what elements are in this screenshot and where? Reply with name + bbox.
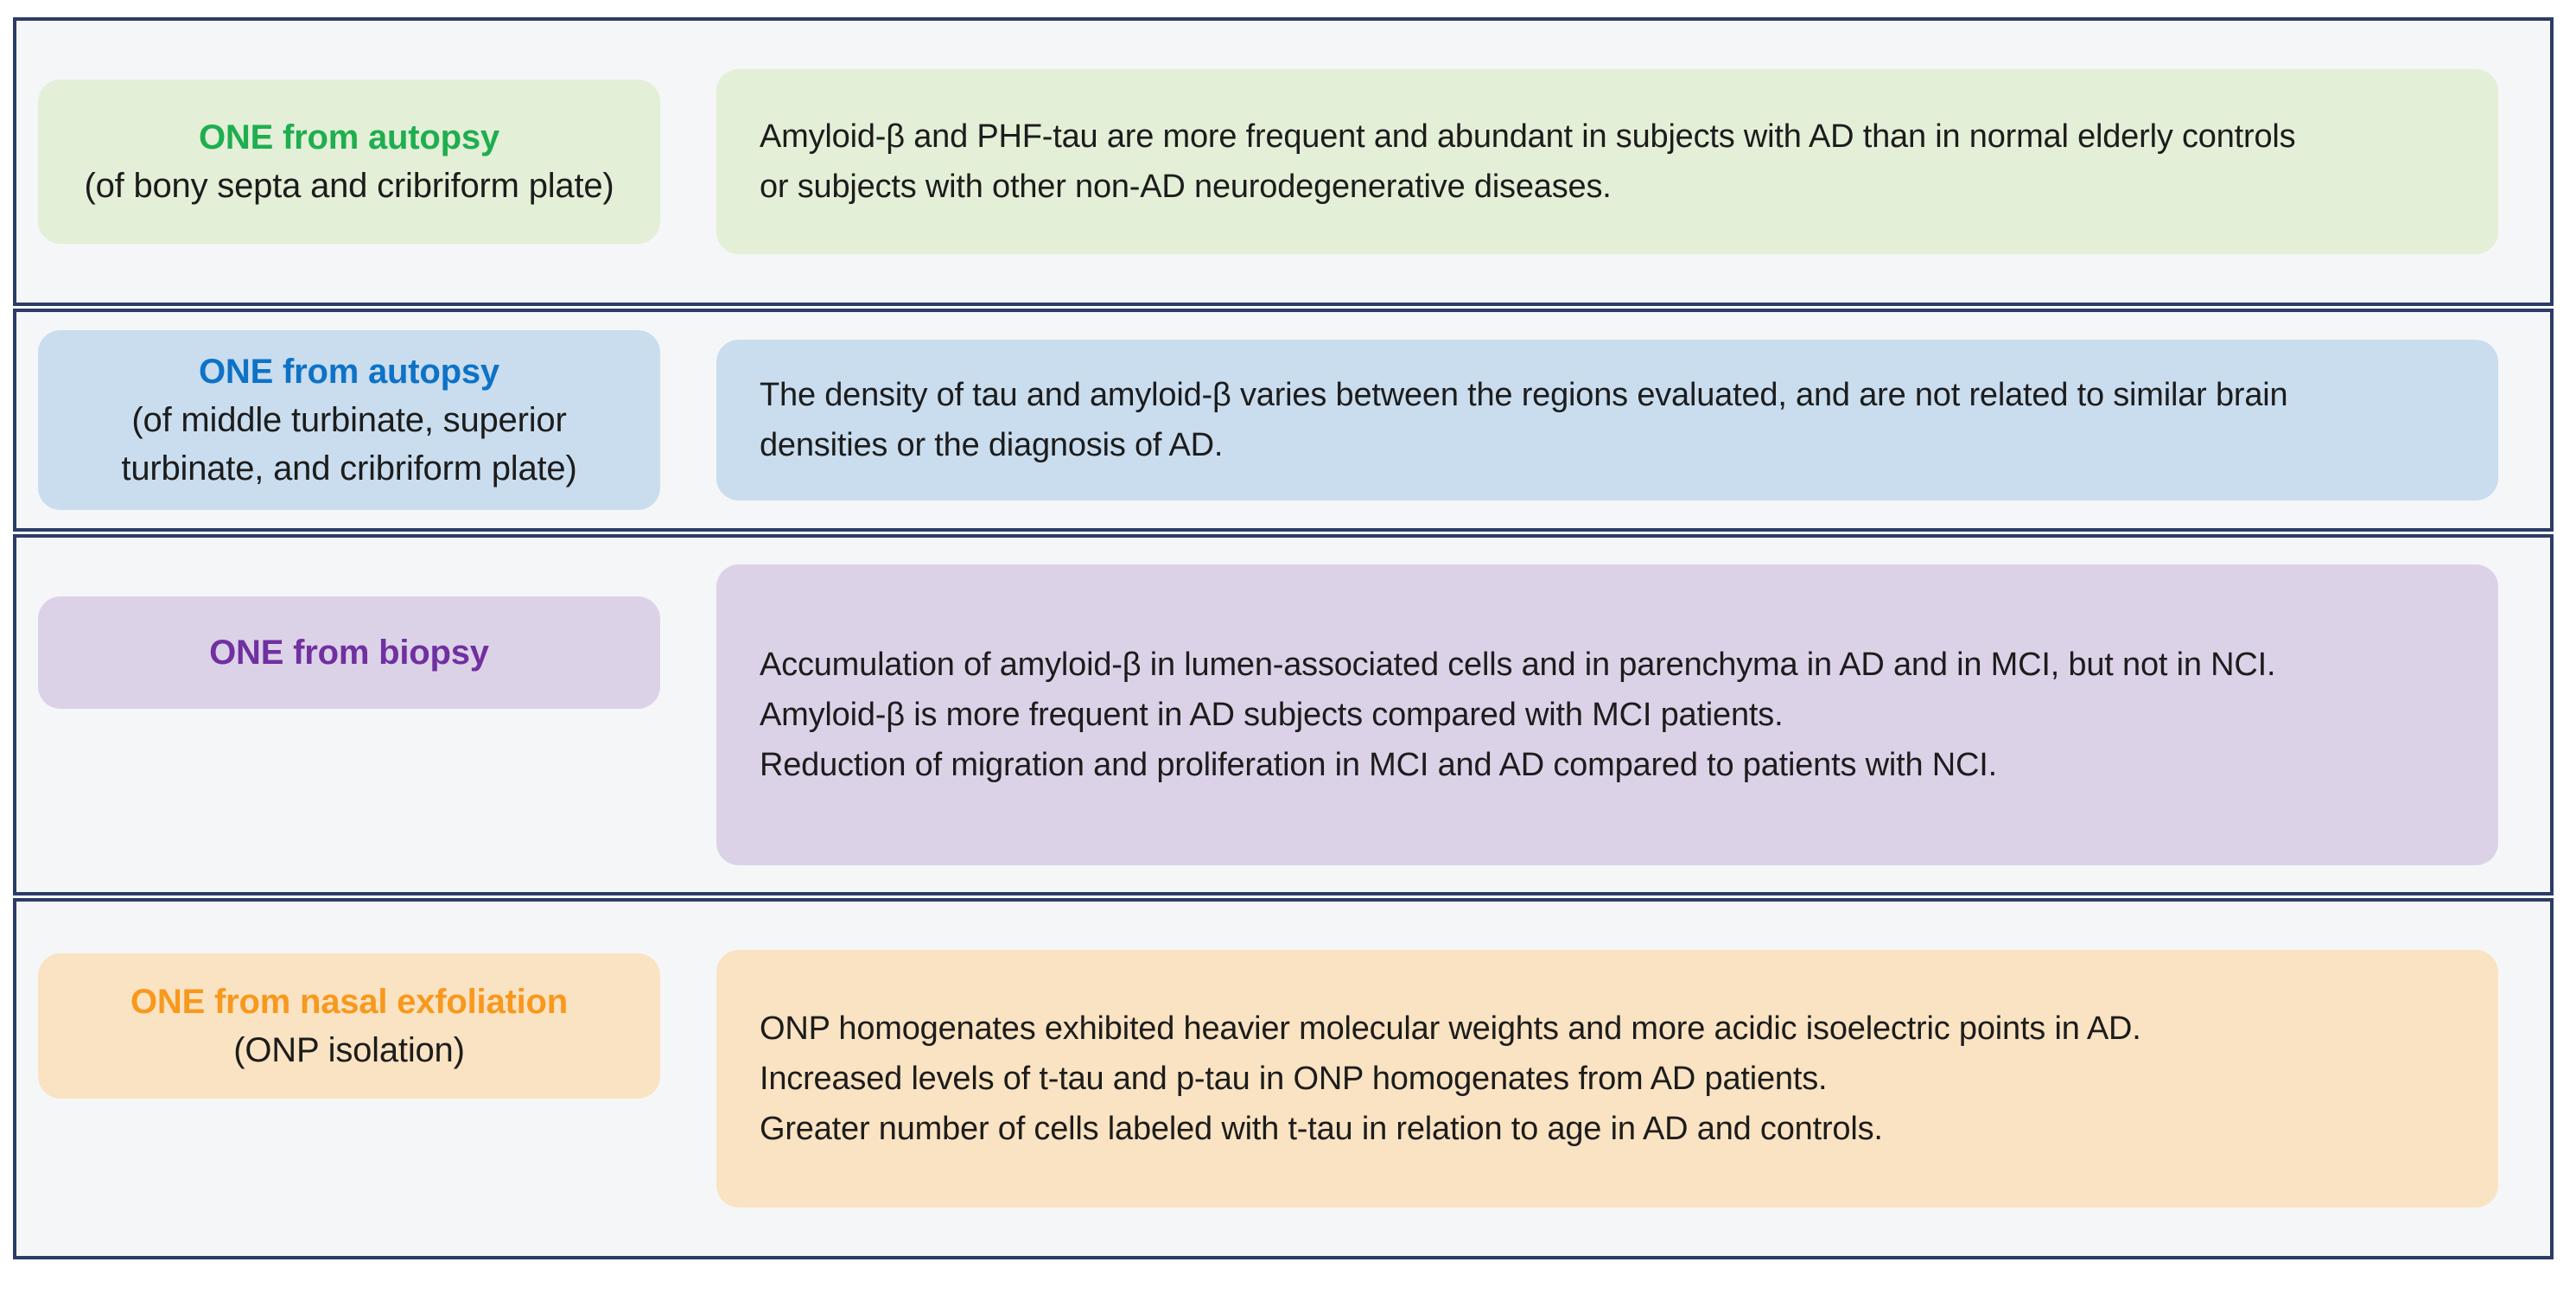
sample-label-box: ONE from autopsy (of middle turbinate, s… <box>38 330 660 510</box>
row-autopsy-turbinates: ONE from autopsy (of middle turbinate, s… <box>13 309 2554 532</box>
finding-line: Greater number of cells labeled with t-t… <box>760 1111 1883 1147</box>
sample-label-box: ONE from nasal exfoliation (ONP isolatio… <box>38 953 660 1099</box>
sample-label-title: ONE from autopsy <box>199 118 499 156</box>
row-biopsy: ONE from biopsy Accumulation of amyloid-… <box>13 534 2554 896</box>
findings-box: Amyloid-β and PHF-tau are more frequent … <box>716 69 2498 254</box>
findings-box: ONP homogenates exhibited heavier molecu… <box>716 950 2498 1208</box>
sample-label-box: ONE from biopsy <box>38 596 660 709</box>
finding-line: Amyloid-β is more frequent in AD subject… <box>760 697 1784 733</box>
finding-line: Accumulation of amyloid-β in lumen-assoc… <box>760 647 2276 683</box>
sample-label-title: ONE from autopsy <box>199 353 499 391</box>
sample-label-subtitle: (of bony septa and cribriform plate) <box>84 167 614 205</box>
finding-line: Increased levels of t-tau and p-tau in O… <box>760 1061 1828 1097</box>
sample-label-box: ONE from autopsy (of bony septa and crib… <box>38 80 660 244</box>
row-nasal-exfoliation: ONE from nasal exfoliation (ONP isolatio… <box>13 898 2554 1259</box>
finding-line: or subjects with other non-AD neurodegen… <box>760 169 1612 205</box>
finding-line: densities or the diagnosis of AD. <box>760 427 1224 463</box>
sample-label-title: ONE from nasal exfoliation <box>130 983 568 1021</box>
finding-line: ONP homogenates exhibited heavier molecu… <box>760 1010 2141 1047</box>
findings-box: The density of tau and amyloid-β varies … <box>716 340 2498 500</box>
sample-label-title: ONE from biopsy <box>209 634 489 672</box>
sample-label-subtitle: (ONP isolation) <box>233 1031 465 1069</box>
findings-box: Accumulation of amyloid-β in lumen-assoc… <box>716 564 2498 865</box>
finding-line: Amyloid-β and PHF-tau are more frequent … <box>760 118 2296 155</box>
olfactory-evidence-table: ONE from autopsy (of bony septa and crib… <box>13 17 2554 1259</box>
sample-label-subtitle: (of middle turbinate, superior turbinate… <box>121 401 577 488</box>
finding-line: Reduction of migration and proliferation… <box>760 747 1997 783</box>
row-autopsy-bony-septa: ONE from autopsy (of bony septa and crib… <box>13 17 2554 306</box>
finding-line: The density of tau and amyloid-β varies … <box>760 377 2288 413</box>
